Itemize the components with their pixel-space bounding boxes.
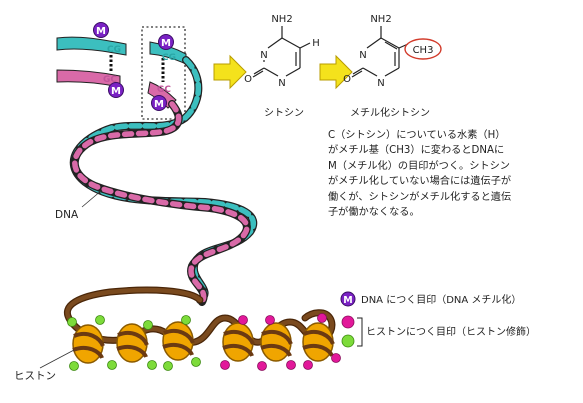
nucleosome-2 xyxy=(116,323,149,363)
description-line: 子が働かなくなる。 xyxy=(328,207,420,219)
histone-mark-green xyxy=(181,315,191,325)
histone-mark-magenta xyxy=(286,360,296,370)
ch3-highlight-circle xyxy=(404,38,442,60)
svg-text:M: M xyxy=(161,38,171,49)
legend-methyl-icon: M xyxy=(340,291,356,307)
legend: M DNA につく目印（DNA メチル化） ヒストンにつく目印（ヒストン修飾） xyxy=(340,291,536,348)
histone-mark-green xyxy=(147,360,157,370)
histone-mark-magenta xyxy=(265,315,275,325)
histone-mark-green xyxy=(107,360,117,370)
cytosine-n-bottom: N xyxy=(278,78,285,89)
svg-text:M: M xyxy=(343,295,352,306)
methylcytosine-n-bottom: N xyxy=(377,78,384,89)
right-arrow-icon xyxy=(319,54,353,90)
histone-pointer xyxy=(39,349,75,369)
cytosine-label: シトシン xyxy=(264,108,304,119)
nucleosome-5 xyxy=(260,322,293,362)
legend-magenta-dot xyxy=(341,315,355,329)
methyl-mark-bottom-right: M xyxy=(151,95,167,111)
histone-mark-green xyxy=(163,361,173,371)
methyl-mark-bottom-left: M xyxy=(108,82,124,98)
histone-label: ヒストン xyxy=(14,370,56,382)
description-line: 働くが、シトシンがメチル化すると遺伝 xyxy=(328,191,512,203)
methylcytosine-label: メチル化シトシン xyxy=(350,106,430,119)
legend-green-dot xyxy=(341,334,355,348)
cytosine-nh2: NH2 xyxy=(271,14,292,25)
nucleosome-6 xyxy=(302,322,335,362)
histone-mark-green xyxy=(67,317,77,327)
dna-closeup: CG CG GC GC M M M M xyxy=(56,22,187,120)
methylcytosine-nh2: NH2 xyxy=(370,14,391,25)
histone-mark-green xyxy=(143,320,153,330)
description-line: M（メチル化）の目印がつく。シトシン xyxy=(328,160,510,172)
base-gc-left: GC xyxy=(103,75,117,85)
base-gc-right: GC xyxy=(157,85,171,95)
methyl-mark-top-right: M xyxy=(158,34,174,50)
description-line: がメチル基（CH3）に変わるとDNAに xyxy=(328,145,505,157)
histone-mark-green xyxy=(69,361,79,371)
methylcytosine-n-top: N xyxy=(359,50,366,61)
methylcytosine-o: O xyxy=(343,74,351,85)
legend-dna-mark: DNA につく目印（DNA メチル化） xyxy=(361,293,521,306)
nucleosome-4 xyxy=(222,322,255,362)
teal-strand-left xyxy=(56,36,127,56)
description-line: がメチル化していない場合には遺伝子が xyxy=(328,176,512,188)
nucleosome-3 xyxy=(162,321,195,361)
histone-mark-magenta xyxy=(331,353,341,363)
methylcytosine-structure: NH2 N N O CH3 メチル化シトシン xyxy=(343,14,442,119)
histone-mark-magenta xyxy=(317,313,327,323)
description-text: C（シトシン）についている水素（H） がメチル基（CH3）に変わるとDNAに M… xyxy=(328,128,568,220)
svg-text:M: M xyxy=(111,86,121,97)
legend-histone-mark: ヒストンにつく目印（ヒストン修飾） xyxy=(366,325,536,338)
histone-mark-magenta xyxy=(257,361,267,371)
dna-label: DNA xyxy=(55,209,79,221)
histone-mark-green xyxy=(95,315,105,325)
dna-helix xyxy=(69,56,258,306)
histone-mark-green xyxy=(191,357,201,367)
description-line: C（シトシン）についている水素（H） xyxy=(328,130,506,141)
chromatin xyxy=(64,286,341,371)
legend-bracket xyxy=(357,317,363,347)
cytosine-h: H xyxy=(312,38,320,49)
cytosine-structure: NH2 N N O H シトシン xyxy=(244,14,320,119)
histone-mark-magenta xyxy=(303,360,313,370)
svg-text:M: M xyxy=(154,99,164,110)
nucleosome-1 xyxy=(72,324,105,364)
svg-text:M: M xyxy=(96,26,106,37)
cytosine-o: O xyxy=(244,74,252,85)
base-cg-right: CG xyxy=(162,53,176,63)
histone-mark-magenta xyxy=(238,315,248,325)
cytosine-n-top: N xyxy=(260,50,267,61)
methylcytosine-ch3: CH3 xyxy=(413,45,434,56)
histone-mark-magenta xyxy=(220,360,230,370)
base-cg-left: CG xyxy=(107,45,121,55)
methyl-mark-top-left: M xyxy=(93,22,109,38)
dna-pointer xyxy=(81,189,103,208)
right-arrow-icon xyxy=(213,54,247,90)
